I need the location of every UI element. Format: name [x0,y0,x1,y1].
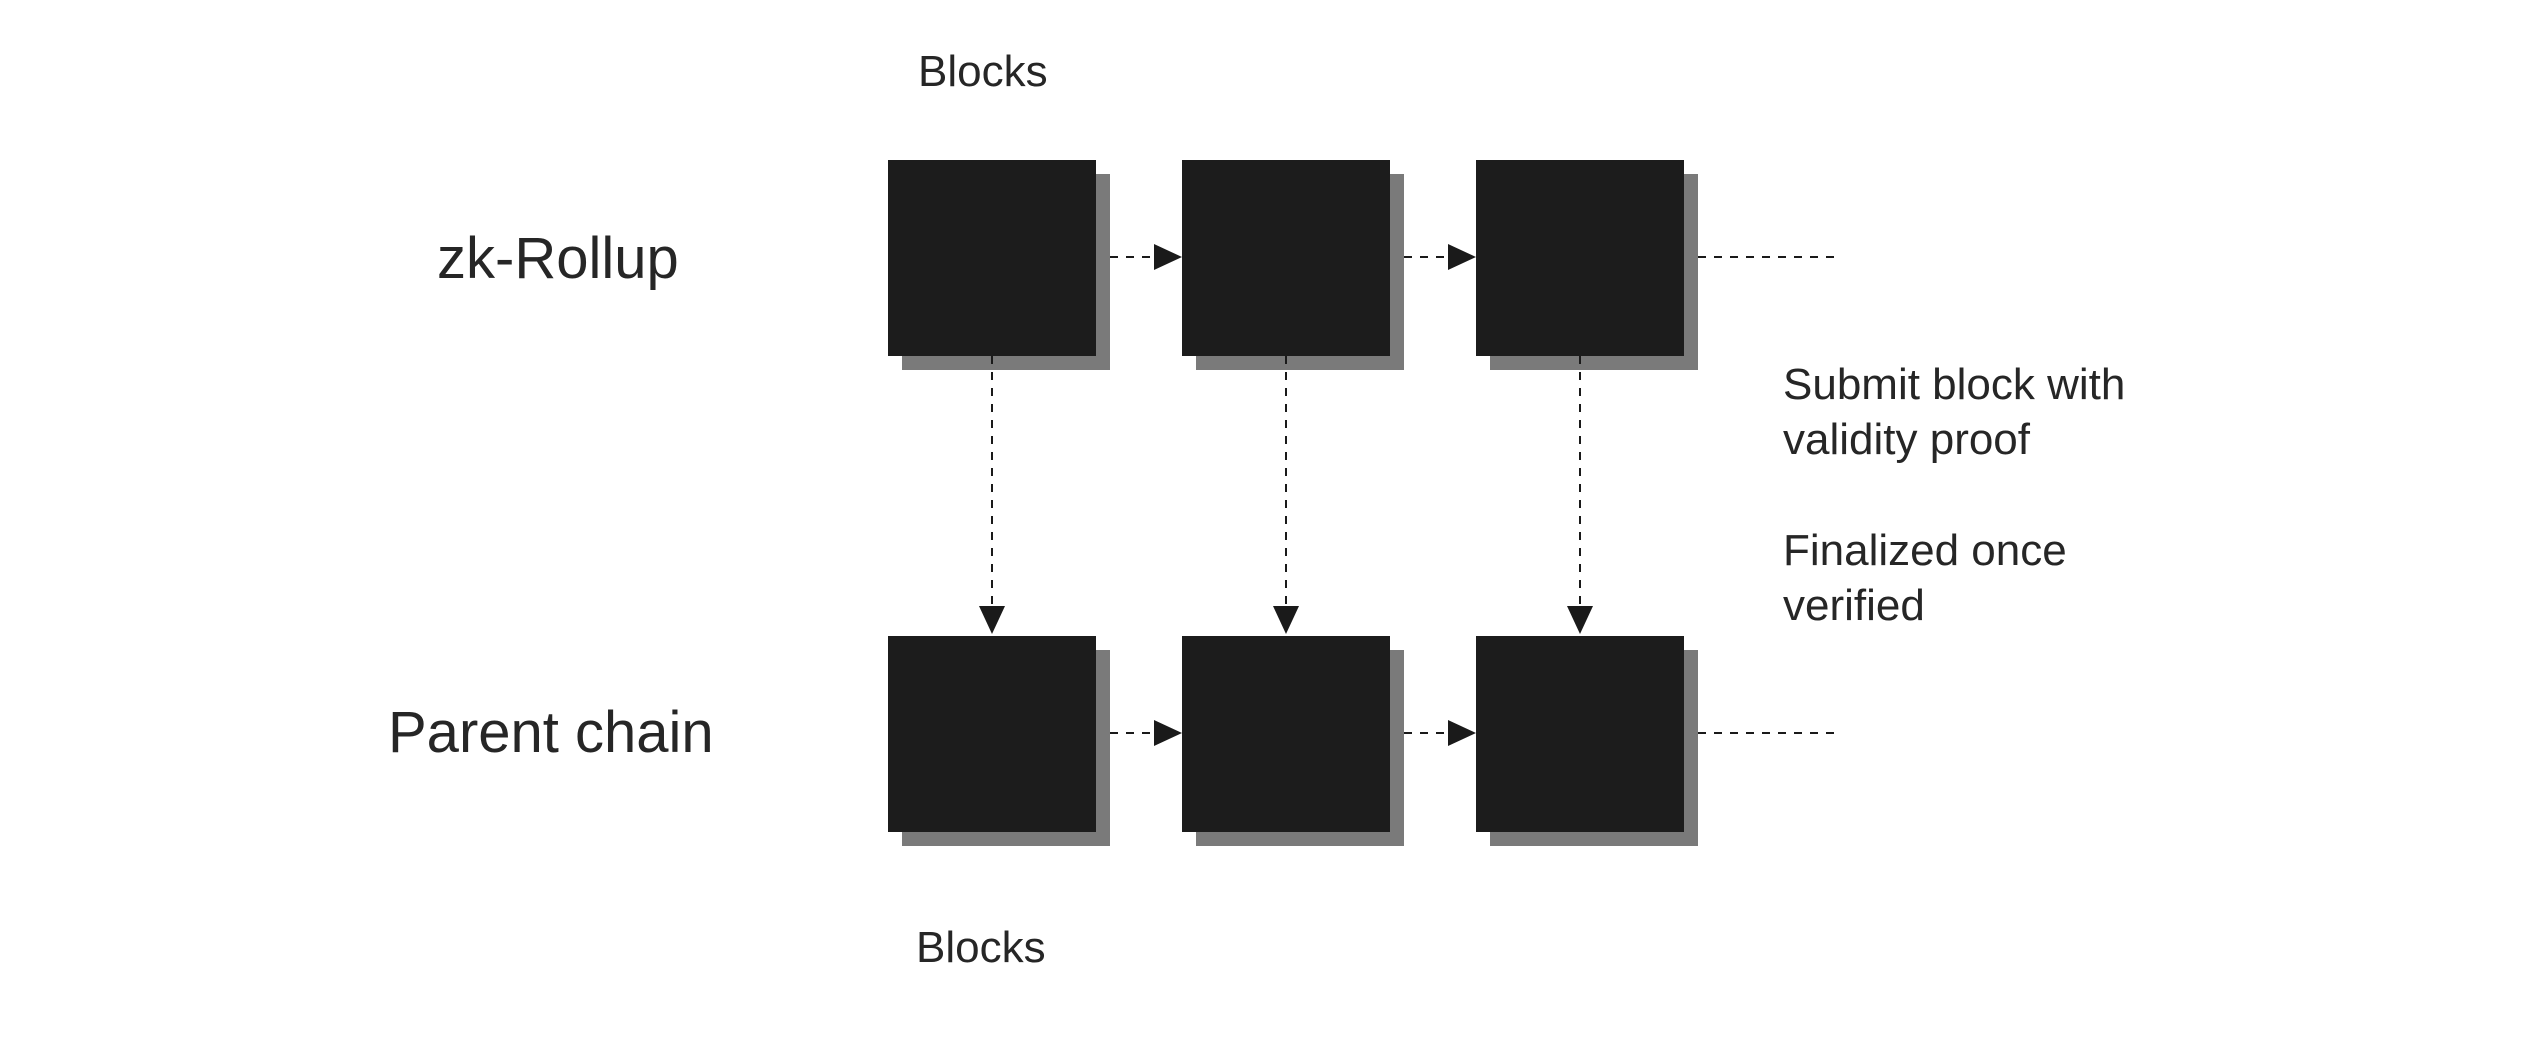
zk-rollup-arrowhead-2 [1448,244,1476,270]
parent-chain-arrowhead-2 [1448,720,1476,746]
parent-chain-arrowhead-1 [1154,720,1182,746]
parent-chain-block-1 [888,636,1110,846]
blocks-label-bottom: Blocks [916,923,1046,972]
zk-rollup-label: zk-Rollup [437,226,679,291]
finalized-note: Finalized once verified [1783,526,2067,630]
parent-chain-label: Parent chain [388,700,714,765]
blocks-label-top: Blocks [918,47,1048,96]
submit-arrowhead-2 [1273,606,1299,634]
zk-rollup-block-2 [1182,160,1404,370]
submit-arrowhead-3 [1567,606,1593,634]
parent-chain-block-2 [1182,636,1404,846]
zk-rollup-block-3 [1476,160,1698,370]
zk-rollup-block-1 [888,160,1110,370]
submit-arrowhead-1 [979,606,1005,634]
submit-block-note: Submit block with validity proof [1783,360,2126,464]
parent-chain-block-3 [1476,636,1698,846]
zk-rollup-arrowhead-1 [1154,244,1182,270]
